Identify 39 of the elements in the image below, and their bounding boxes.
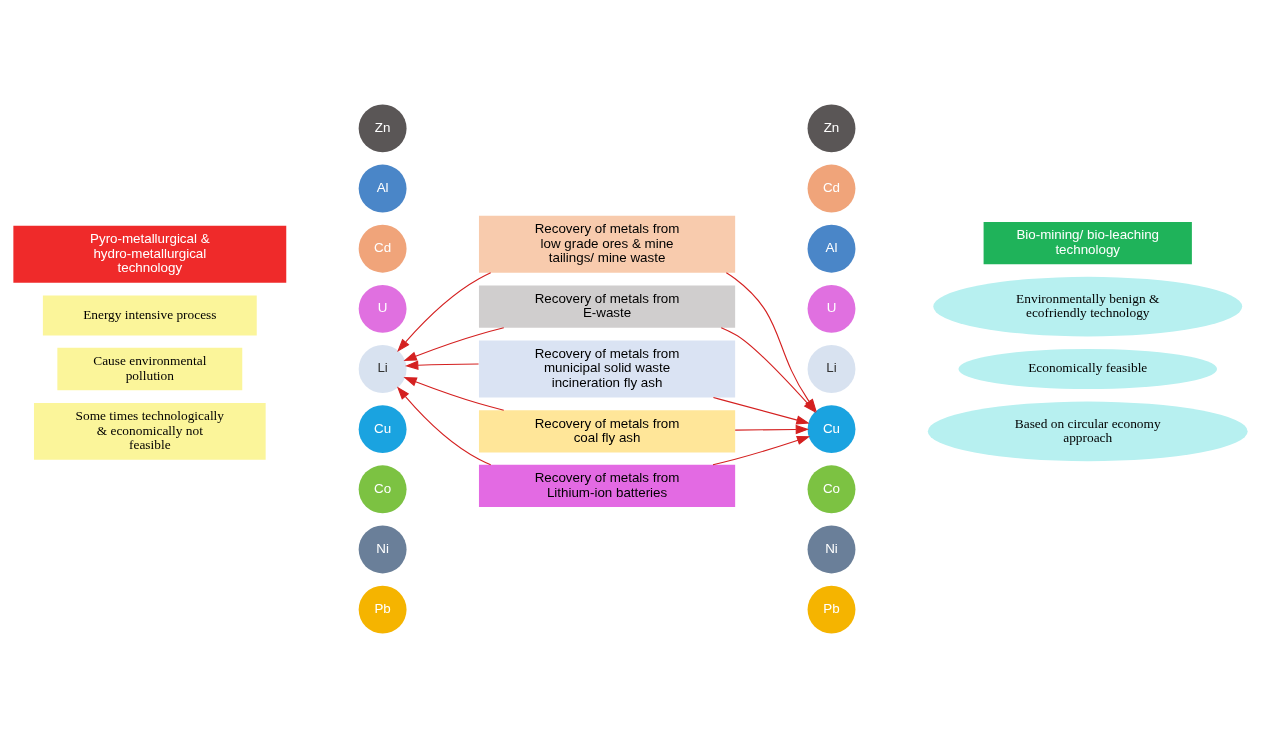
- node-box: Recovery of metals from low grade ores & mine tailings/ mine waste: [478, 215, 736, 273]
- arrow: [734, 424, 810, 435]
- node-circle: Co: [807, 465, 856, 514]
- arrow: [712, 396, 810, 425]
- arrow: [405, 360, 480, 370]
- node-circle: Al: [807, 224, 856, 273]
- node-circle: Pb: [358, 585, 407, 634]
- node-box: Pyro-metallurgical & hydro-metallurgical technology: [13, 225, 287, 283]
- node-circle: U: [358, 284, 407, 333]
- node-circle: Li: [807, 345, 856, 393]
- node-circle: Al: [358, 164, 407, 213]
- node-circle: Cu: [807, 405, 856, 454]
- arrow: [397, 272, 492, 352]
- node-box: Bio-mining/ bio-leaching technology: [983, 221, 1192, 265]
- node-box: Cause environmental pollution: [57, 347, 243, 391]
- node-box: Recovery of metals from Lithium-ion batteries: [478, 464, 736, 508]
- arrow: [396, 386, 492, 466]
- node-circle: Ni: [358, 525, 407, 574]
- node-box: Recovery of metals from coal fly ash: [478, 410, 736, 453]
- node-circle: Li: [358, 345, 407, 393]
- node-circle: Cu: [358, 405, 407, 454]
- node-ellipse: Based on circular economy approach: [927, 401, 1248, 462]
- node-circle: Zn: [358, 104, 407, 153]
- node-circle: U: [807, 284, 856, 333]
- node-box: Energy intensive process: [42, 295, 257, 336]
- node-ellipse: Environmentally benign & ecofriendly technology: [933, 276, 1243, 337]
- arrow: [712, 435, 811, 466]
- node-box: Some times technologically & economically not feasible: [33, 402, 266, 460]
- node-circle: Cd: [358, 224, 407, 273]
- node-circle: Cd: [807, 164, 856, 213]
- node-circle: Zn: [807, 104, 856, 153]
- arrow: [403, 327, 505, 361]
- node-ellipse: Economically feasible: [958, 348, 1218, 390]
- node-circle: Ni: [807, 525, 856, 574]
- node-box: Recovery of metals from municipal solid waste incineration fly ash: [478, 340, 736, 398]
- node-box: Recovery of metals from E-waste: [478, 285, 736, 328]
- node-circle: Pb: [807, 585, 856, 634]
- arrow: [403, 377, 505, 411]
- node-circle: Co: [358, 465, 407, 514]
